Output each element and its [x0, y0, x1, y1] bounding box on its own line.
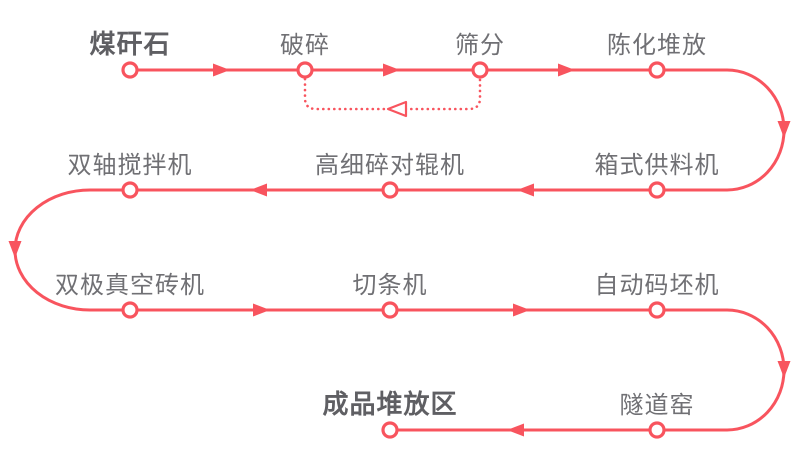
node-label-finished-stockyard: 成品堆放区 [322, 389, 458, 419]
arrowhead-icon [253, 303, 270, 317]
feedback-dotted-path [303, 77, 482, 111]
feedback-arrowhead-icon [386, 100, 408, 118]
arrowhead-icon [250, 183, 267, 197]
arrowhead-icon [517, 183, 534, 197]
arrowhead-icon [777, 121, 791, 138]
arrowhead-icon [513, 303, 530, 317]
node-label-box-feeder: 箱式供料机 [594, 152, 720, 179]
node-circle-aging-stacking [648, 61, 666, 79]
node-circle-fine-roller-crusher [381, 181, 399, 199]
arrowhead-icon [213, 63, 230, 77]
main-flow-path [13, 68, 786, 432]
node-circle-tunnel-kiln [648, 421, 666, 439]
arrowhead-icon [777, 361, 791, 378]
node-circle-crushing [296, 61, 314, 79]
node-circle-strip-cutter [381, 301, 399, 319]
node-circle-box-feeder [648, 181, 666, 199]
node-label-fine-roller-crusher: 高细碎对辊机 [315, 152, 465, 179]
node-label-aging-stacking: 陈化堆放 [607, 32, 707, 59]
node-circle-coal-gangue [121, 61, 139, 79]
node-label-auto-stacker: 自动码坯机 [594, 272, 720, 299]
node-label-tunnel-kiln: 隧道窑 [619, 392, 695, 419]
flow-arrowheads [8, 63, 791, 437]
node-label-twin-shaft-mixer: 双轴搅拌机 [67, 152, 193, 179]
node-label-vacuum-brick-machine: 双极真空砖机 [55, 272, 205, 299]
node-circle-screening [471, 61, 489, 79]
flow-node-circles [121, 61, 666, 439]
arrowhead-icon [558, 63, 575, 77]
arrowhead-icon [383, 63, 400, 77]
node-circle-finished-stockyard [381, 421, 399, 439]
node-label-strip-cutter: 切条机 [352, 272, 428, 299]
node-label-screening: 筛分 [455, 32, 505, 59]
node-circle-twin-shaft-mixer [121, 181, 139, 199]
node-circle-auto-stacker [648, 301, 666, 319]
arrowhead-icon [507, 423, 524, 437]
arrowhead-icon [8, 241, 22, 258]
node-label-crushing: 破碎 [280, 32, 330, 59]
node-label-coal-gangue: 煤矸石 [89, 29, 171, 59]
node-circle-vacuum-brick-machine [121, 301, 139, 319]
